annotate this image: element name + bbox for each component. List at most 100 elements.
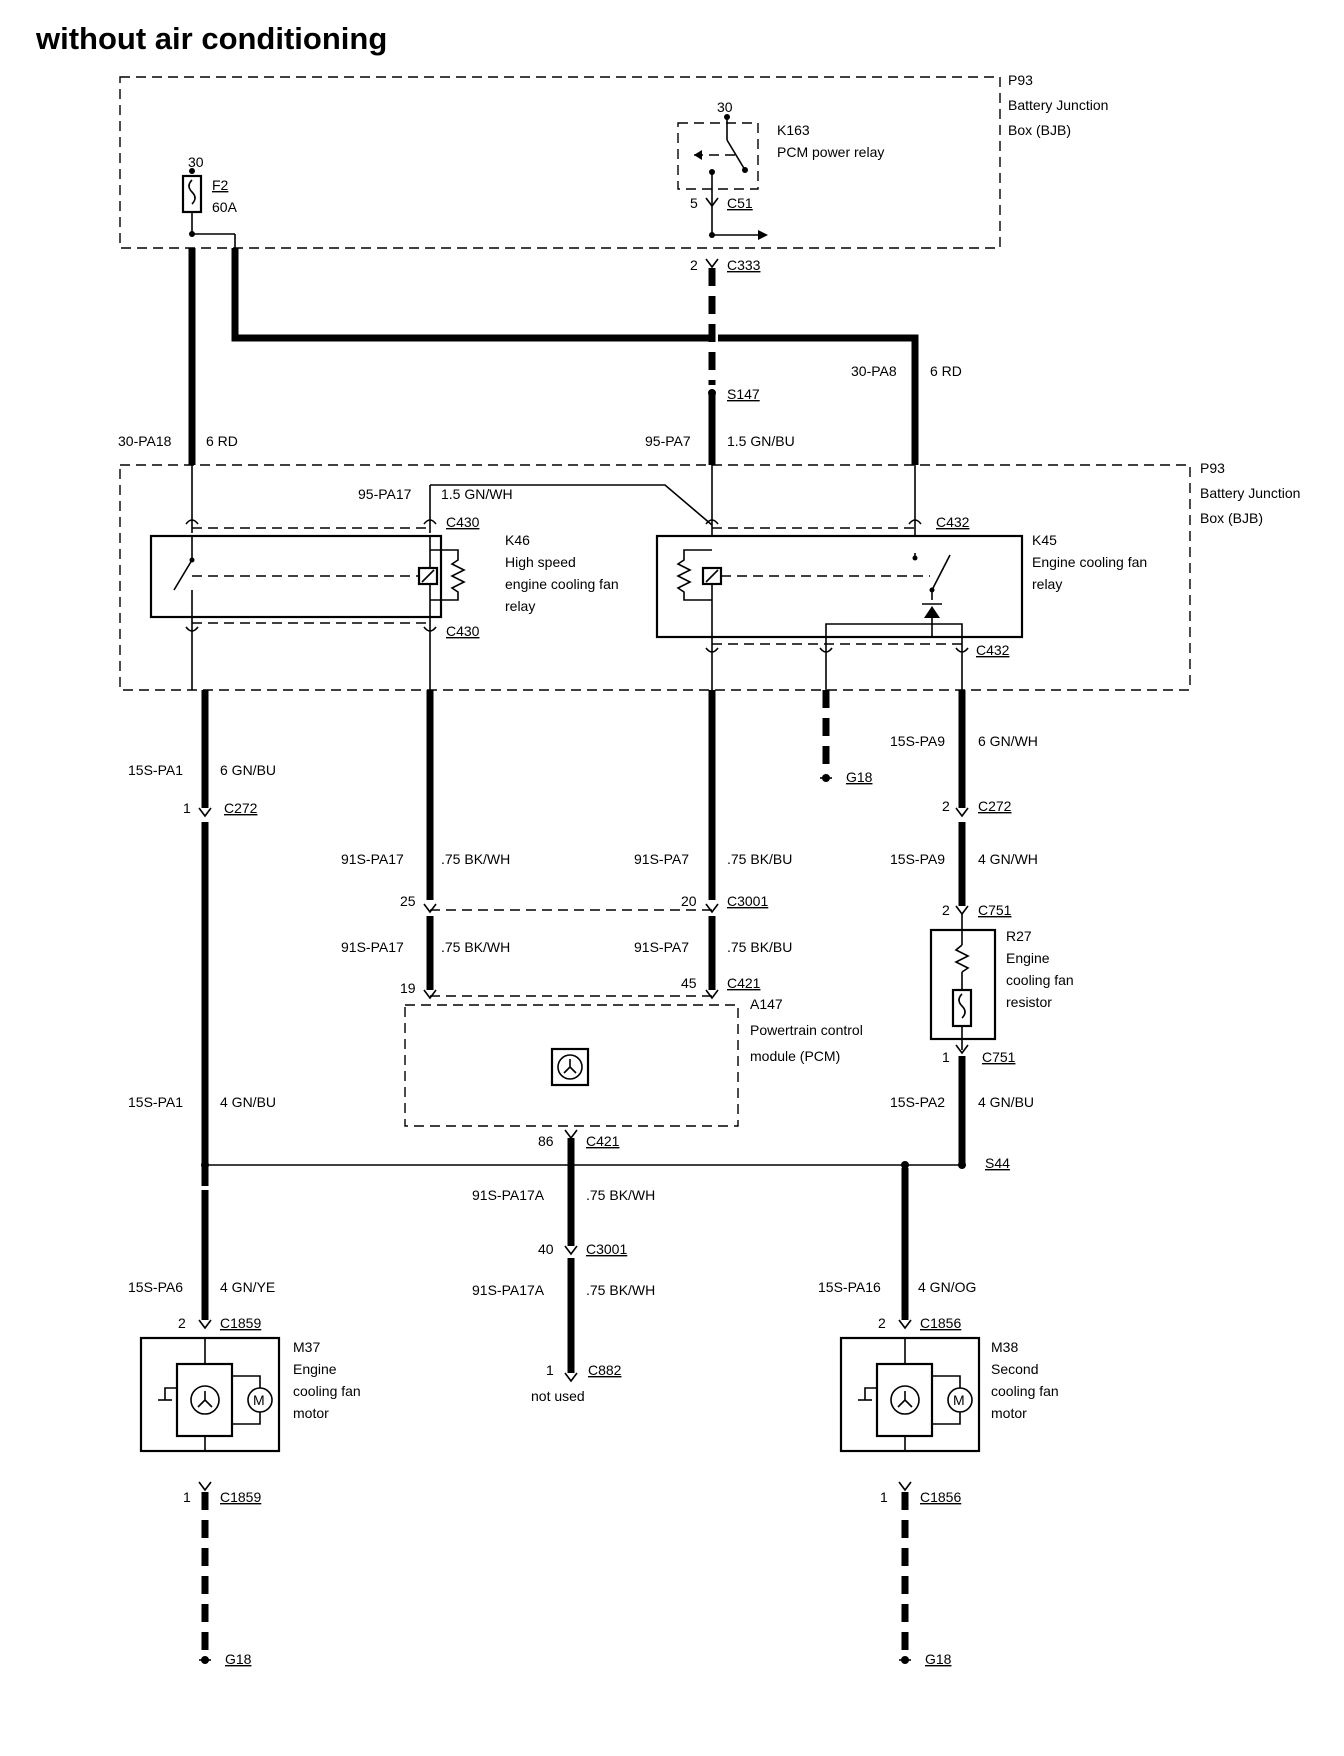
- m37-motor-letter: M: [253, 1392, 265, 1408]
- m37-conn-top: C1859: [220, 1315, 261, 1331]
- r27-name-3: resistor: [1006, 994, 1052, 1010]
- k163-id: K163: [777, 122, 810, 138]
- m38-name-1: Second: [991, 1361, 1038, 1377]
- k45-conn-top: C432: [936, 514, 970, 530]
- m38-name-3: motor: [991, 1405, 1027, 1421]
- c432-pin-icon-2: [908, 519, 922, 525]
- c1859-top-icon: [198, 1319, 212, 1330]
- wire-15spa1b-circuit: 15S-PA1: [128, 1094, 183, 1110]
- s44-right-node: [901, 1161, 909, 1169]
- s147-label: S147: [727, 386, 760, 402]
- a147-id: A147: [750, 996, 783, 1012]
- c882-pin: 1: [546, 1362, 554, 1378]
- c3001-id-top: C3001: [727, 893, 768, 909]
- m38-motor-lead-a: [932, 1375, 961, 1388]
- k45-name-2: relay: [1032, 576, 1062, 592]
- g18-mid-ground-icon: [822, 774, 830, 782]
- wire-30pa8-run: [231, 248, 712, 342]
- wire-91pa17a2-circuit: 91S-PA17A: [472, 1282, 545, 1298]
- wire-95pa7-circuit: 95-PA7: [645, 433, 691, 449]
- c751-pin2: 2: [942, 902, 950, 918]
- c272-pin2: 2: [942, 798, 950, 814]
- c333-pin: 2: [690, 257, 698, 273]
- wire-15spa1a-circuit: 15S-PA1: [128, 762, 183, 778]
- c272-right-icon: [955, 807, 969, 818]
- bjb-upper-name-2: Box (BJB): [1008, 122, 1071, 138]
- m37-ground-label: G18: [225, 1651, 252, 1667]
- k45-id: K45: [1032, 532, 1057, 548]
- c421-pin86-icon: [564, 1129, 578, 1140]
- k46-pivot: [189, 557, 195, 563]
- k163-tap-arrow-icon: [758, 230, 768, 240]
- fuse-id: F2: [212, 177, 229, 193]
- k45-ground-link: [825, 623, 963, 637]
- wire-91pa7a-spec: .75 BK/BU: [727, 851, 792, 867]
- m37-motor-lead-b: [232, 1412, 261, 1425]
- r27-id: R27: [1006, 928, 1032, 944]
- c882-icon: [564, 1372, 578, 1383]
- wire-91pa7b-circuit: 91S-PA7: [634, 939, 689, 955]
- m38-ground-lead: [864, 1387, 877, 1400]
- c272-left-icon: [198, 807, 212, 818]
- c3001-pin25-icon: [423, 903, 437, 914]
- fuse-element-icon: [188, 179, 196, 205]
- k163-conn-c51: C51: [727, 195, 753, 211]
- m37-ground-lead: [164, 1387, 177, 1400]
- r27-fuse-element-icon: [958, 993, 966, 1019]
- m38-conn-bot: C1856: [920, 1489, 961, 1505]
- c272-pin1: 1: [183, 800, 191, 816]
- wire-15pa2-circuit: 15S-PA2: [890, 1094, 945, 1110]
- m38-name-2: cooling fan: [991, 1383, 1059, 1399]
- c1856-top-icon: [898, 1319, 912, 1330]
- k46-conn-bot: C430: [446, 623, 480, 639]
- r27-name-1: Engine: [1006, 950, 1050, 966]
- wire-30pa8-circuit: 30-PA8: [851, 363, 897, 379]
- c430-pin-icon-2: [423, 519, 437, 525]
- k46-resistor-icon: [430, 549, 466, 601]
- k46-name-3: relay: [505, 598, 535, 614]
- m37-name-2: cooling fan: [293, 1383, 361, 1399]
- c421-id-bot: C421: [586, 1133, 620, 1149]
- pcm-symbol-icon: [557, 1054, 583, 1080]
- bjb-box-lower: [119, 464, 1191, 691]
- m37-conn-bot: C1859: [220, 1489, 261, 1505]
- m37-symbol-icon: [190, 1385, 220, 1415]
- c751-top-icon: [955, 905, 969, 916]
- k163-pin5: 5: [690, 195, 698, 211]
- c333-connector-icon: [705, 258, 719, 269]
- c421-pin45-icon: [705, 989, 719, 1000]
- k46-name-2: engine cooling fan: [505, 576, 619, 592]
- bjb-upper-name-1: Battery Junction: [1008, 97, 1108, 113]
- k163-contact: [742, 167, 748, 173]
- c432-pin-icon: [705, 519, 719, 525]
- wire-91pa17a2-spec: .75 BK/WH: [586, 1282, 655, 1298]
- c430-pin-icon: [185, 519, 199, 525]
- k45-switch-icon: [931, 554, 951, 591]
- k46-id: K46: [505, 532, 530, 548]
- c751-bot-icon: [955, 1044, 969, 1055]
- k46-name-1: High speed: [505, 554, 576, 570]
- c421-id-top: C421: [727, 975, 761, 991]
- bjb-upper-id: P93: [1008, 72, 1033, 88]
- wire-15pa9b-circuit: 15S-PA9: [890, 851, 945, 867]
- k163-switch-icon: [726, 139, 746, 171]
- bjb-lower-id: P93: [1200, 460, 1225, 476]
- bjb-lower-name-1: Battery Junction: [1200, 485, 1300, 501]
- k45-relay: [655, 534, 1024, 639]
- r27-zigzag-icon: [954, 944, 970, 973]
- m37-symbol-lines: [197, 1391, 213, 1408]
- wire-91pa7a-circuit: 91S-PA7: [634, 851, 689, 867]
- m37-id: M37: [293, 1339, 320, 1355]
- g18-mid-label: G18: [846, 769, 873, 785]
- wire-15pa9a-spec: 6 GN/WH: [978, 733, 1038, 749]
- wire-91pa17a-spec: .75 BK/WH: [441, 851, 510, 867]
- c1856-bot-icon: [898, 1481, 912, 1492]
- k163-relay-box: [677, 122, 759, 190]
- page-title: without air conditioning: [35, 21, 387, 56]
- s44-label: S44: [985, 1155, 1010, 1171]
- r27-thermal-fuse: [951, 988, 973, 1028]
- r27-name-2: cooling fan: [1006, 972, 1074, 988]
- fuse-f2: [181, 174, 203, 214]
- m37-name-1: Engine: [293, 1361, 337, 1377]
- wire-30pa8-spec: 6 RD: [930, 363, 962, 379]
